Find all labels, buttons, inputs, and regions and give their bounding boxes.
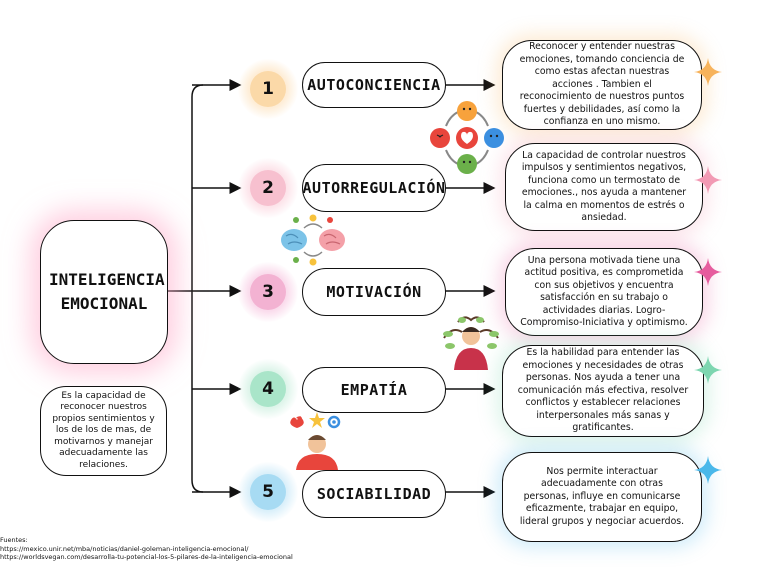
- ideas-person-icon: [290, 412, 341, 470]
- pillar-empatia: EMPATÍA: [302, 367, 446, 413]
- sources-block: Fuentes: https://mexico.unir.net/mba/not…: [0, 536, 293, 562]
- description-text-5: Nos permite interactuar adecuadamente co…: [519, 465, 685, 527]
- sparkle-orange-icon: [694, 58, 722, 86]
- description-text-3: Una persona motivada tiene una actitud p…: [520, 254, 688, 329]
- sparkle-pink-icon: [694, 166, 722, 194]
- sources-label: Fuentes:: [0, 536, 28, 544]
- thinking-person-icon: [443, 316, 499, 370]
- pillar-number-5: 5: [250, 474, 286, 510]
- pillar-autorregulacion: AUTORREGULACIÓN: [302, 164, 446, 212]
- pillar-description-2: La capacidad de controlar nuestros impul…: [505, 143, 703, 231]
- definition-text: Es la capacidad de reconocer nuestros pr…: [52, 390, 155, 470]
- pillar-number-1: 1: [250, 71, 286, 107]
- pillar-description-5: Nos permite interactuar adecuadamente co…: [502, 452, 702, 542]
- pillar-autoconciencia: AUTOCONCIENCIA: [302, 62, 446, 108]
- source-link-2[interactable]: https://worldsvegan.com/desarrolla-tu-po…: [0, 553, 293, 561]
- description-text-1: Reconocer y entender nuestras emociones,…: [519, 41, 685, 128]
- source-link-1[interactable]: https://mexico.unir.net/mba/noticias/dan…: [0, 544, 249, 553]
- description-text-2: La capacidad de controlar nuestros impul…: [521, 149, 687, 224]
- pillar-sociabilidad: SOCIABILIDAD: [302, 470, 446, 518]
- pillar-motivacion: MOTIVACIÓN: [302, 268, 446, 316]
- pillar-number-2: 2: [250, 170, 286, 206]
- sparkle-blue-icon: [694, 456, 722, 484]
- sparkle-green-icon: [694, 356, 722, 384]
- definition-box: Es la capacidad de reconocer nuestros pr…: [40, 386, 167, 476]
- emotions-cycle-icon: [430, 101, 504, 174]
- pillar-description-4: Es la habilidad para entender las emocio…: [502, 345, 704, 437]
- sparkle-magenta-icon: [694, 258, 722, 286]
- pillar-number-4: 4: [250, 371, 286, 407]
- pillar-number-3: 3: [250, 274, 286, 310]
- description-text-4: Es la habilidad para entender las emocio…: [517, 347, 689, 434]
- brains-icon: [281, 214, 345, 266]
- main-title-box: INTELIGENCIA EMOCIONAL: [40, 220, 168, 364]
- pillar-description-3: Una persona motivada tiene una actitud p…: [505, 248, 703, 336]
- pillar-description-1: Reconocer y entender nuestras emociones,…: [502, 40, 702, 130]
- main-title: INTELIGENCIA EMOCIONAL: [49, 270, 165, 313]
